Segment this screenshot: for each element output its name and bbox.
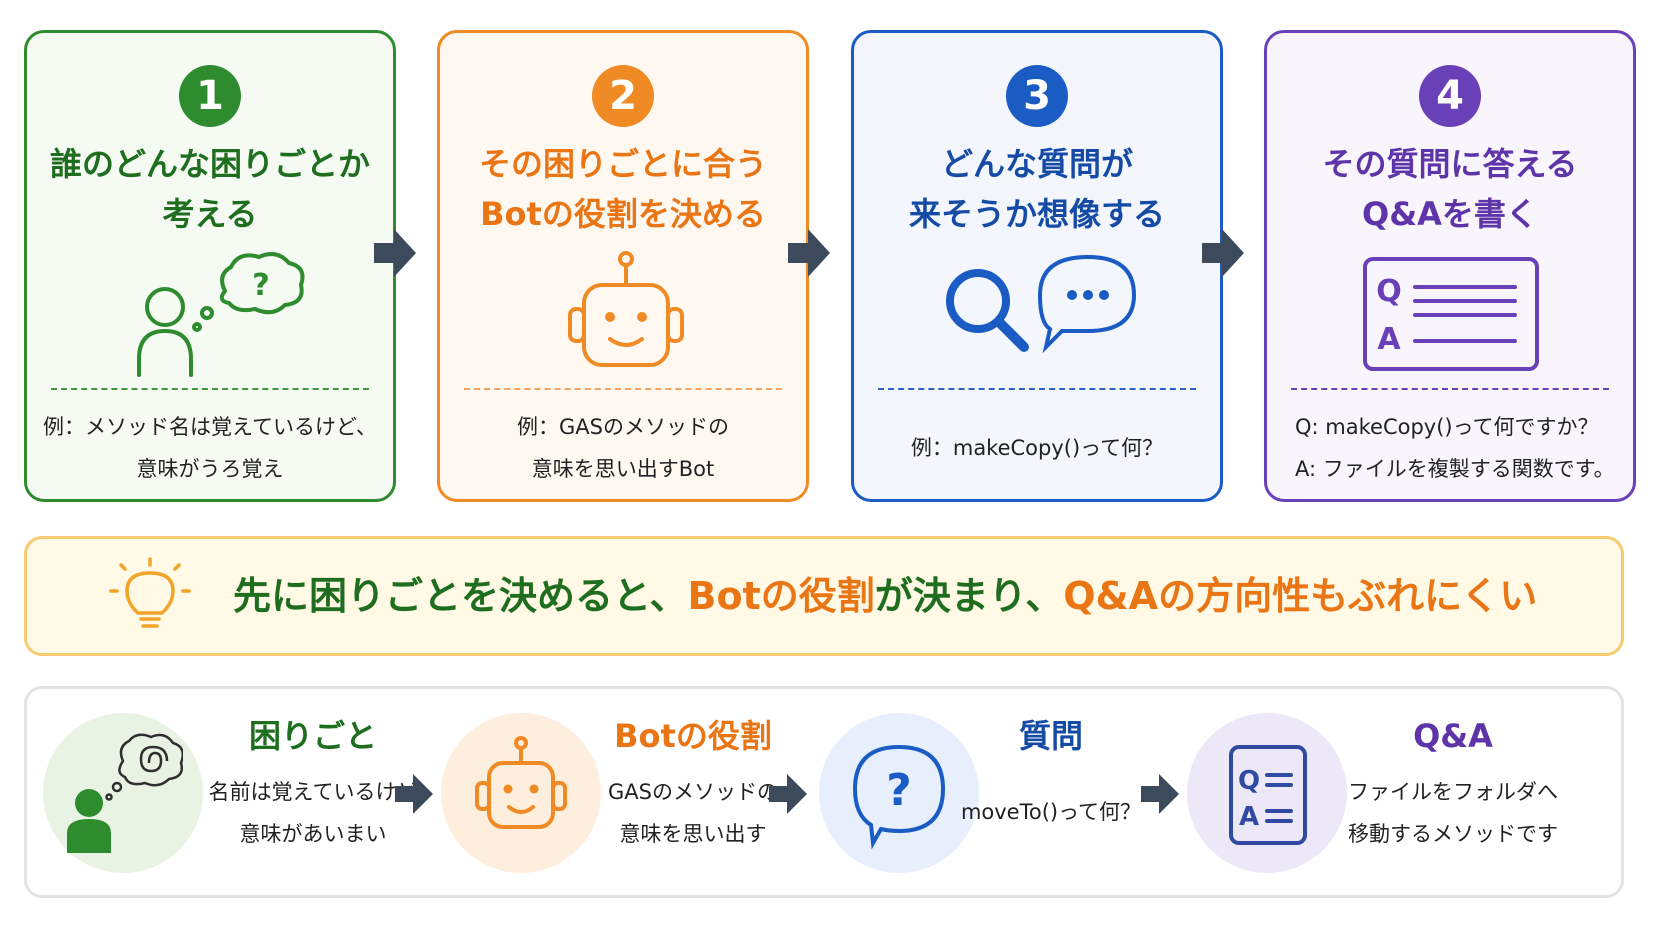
step-title: 誰のどんな困りごとか 考える	[49, 145, 370, 233]
step-example: Q: makeCopy()って何ですか？ A: ファイルを複製する関数です。	[1295, 415, 1615, 481]
trouble-circle	[43, 713, 203, 873]
svg-text:Q: Q	[1238, 766, 1260, 796]
svg-text:Q: Q	[1376, 274, 1402, 309]
card-divider	[51, 388, 369, 390]
magnifier-icon	[946, 254, 1137, 354]
question-text: 質問 moveTo()って何？	[960, 717, 1142, 824]
card-divider	[464, 388, 782, 390]
step-number-badge: 3	[1006, 65, 1068, 127]
step-title: その困りごとに合う Botの役割を決める	[478, 145, 767, 233]
question-bubble-icon: ?	[852, 744, 946, 850]
chat-bubble-icon	[1037, 254, 1137, 354]
arrow-right-icon	[1141, 774, 1179, 814]
step-example: 例：GASのメソッドの 意味を思い出すBot	[517, 415, 729, 481]
step-number-badge: 2	[592, 65, 654, 127]
qa-text: Q&A ファイルをフォルダへ 移動するメソッドです	[1348, 717, 1558, 846]
step-card-2: 2 その困りごとに合う Botの役割を決める 例：GASのメソッドの 意味を思い…	[437, 30, 809, 502]
svg-text:A: A	[1239, 802, 1259, 832]
robot-icon	[568, 251, 684, 367]
step-card-1: 1 誰のどんな困りごとか 考える ? 例：メソッド名は覚えているけど、 意味がう…	[24, 30, 396, 502]
arrow-right-icon	[1202, 229, 1244, 277]
bot-role-text: Botの役割 GASのメソッドの 意味を思い出す	[608, 717, 778, 846]
card-divider	[1291, 388, 1609, 390]
step-number-badge: 4	[1419, 65, 1481, 127]
step-card-3: 3 どんな質問が 来そうか想像する 例：makeCopy()って何？	[851, 30, 1223, 502]
arrow-right-icon	[395, 774, 433, 814]
svg-text:A: A	[1377, 322, 1401, 357]
arrow-right-icon	[374, 229, 416, 277]
step-example: 例：メソッド名は覚えているけど、 意味がうろ覚え	[43, 415, 377, 481]
bot-role-circle	[441, 713, 601, 873]
robot-icon	[475, 736, 567, 829]
qa-circle: Q A	[1187, 713, 1347, 873]
step-title: どんな質問が 来そうか想像する	[908, 145, 1165, 233]
arrow-right-icon	[769, 774, 807, 814]
qa-sheet-icon: Q A	[1363, 257, 1539, 371]
arrow-right-icon	[788, 229, 830, 277]
key-message-text: 先に困りごとを決めると、Botの役割が決まり、Q&Aの方向性もぶれにくい	[233, 574, 1538, 618]
trouble-text: 困りごと 名前は覚えているけど 意味があいまい	[208, 717, 418, 846]
step-number-badge: 1	[179, 65, 241, 127]
example-flow-panel: 困りごと 名前は覚えているけど 意味があいまい Botの役割 GASのメソッドの	[24, 686, 1624, 898]
step-card-4: 4 その質問に答える Q&Aを書く Q A Q: makeCopy()って何です…	[1264, 30, 1636, 502]
person-thinking-icon	[67, 733, 183, 853]
card-divider	[878, 388, 1196, 390]
question-circle: ?	[819, 713, 979, 873]
step-title: その質問に答える Q&Aを書く	[1322, 145, 1578, 233]
person-thinking-icon: ?	[137, 252, 305, 377]
svg-text:?: ?	[252, 268, 269, 303]
key-message-banner: 先に困りごとを決めると、Botの役割が決まり、Q&Aの方向性もぶれにくい	[24, 536, 1624, 656]
step-example: 例：makeCopy()って何？	[910, 436, 1164, 460]
svg-text:?: ?	[886, 765, 912, 816]
qa-sheet-icon: Q A	[1229, 745, 1307, 845]
lightbulb-icon	[109, 557, 191, 628]
